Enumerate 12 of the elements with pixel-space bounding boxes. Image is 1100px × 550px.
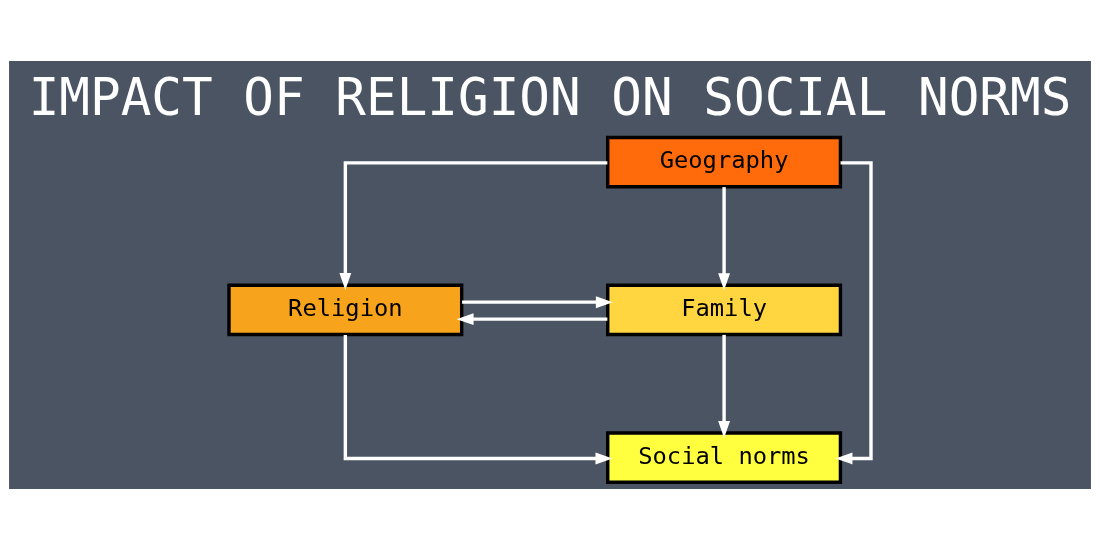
node-box: Family	[606, 283, 843, 337]
arrow	[339, 161, 608, 291]
diagram-title: IMPACT OF RELIGION ON SOCIAL NORMS	[28, 68, 1072, 128]
arrow	[835, 161, 873, 465]
arrow	[456, 313, 608, 326]
arrow	[718, 187, 731, 291]
node-box: Geography	[606, 135, 843, 189]
arrow	[718, 334, 731, 439]
arrow	[343, 335, 613, 465]
arrow	[462, 296, 613, 309]
node-box: Social norms	[606, 431, 843, 484]
node-box: Religion	[227, 283, 464, 337]
